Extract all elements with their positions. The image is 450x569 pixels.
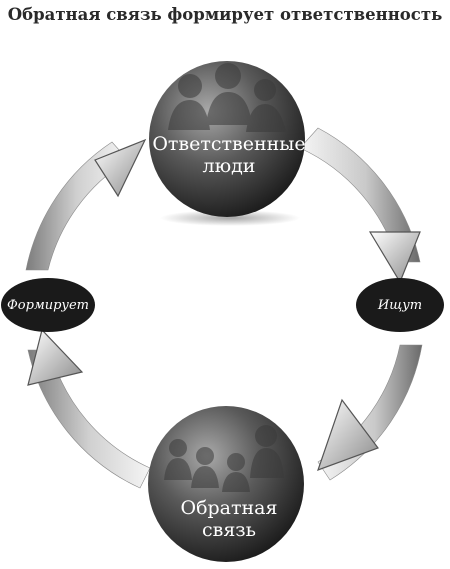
cycle-arrowheads — [27, 138, 421, 471]
node-label-line1: Ответственные — [152, 133, 305, 155]
ring-segment-left-lower — [27, 349, 151, 489]
arrowhead-left-lower — [27, 328, 84, 386]
label-oval — [1, 278, 95, 332]
label-seek: Ищут — [356, 278, 444, 332]
sphere-shadow — [160, 210, 300, 226]
arrowhead-top-left — [94, 138, 147, 198]
label-text: Ищут — [377, 298, 422, 313]
node-feedback: Обратная связь — [148, 406, 304, 562]
diagram-title: Обратная связь формирует ответственность — [8, 5, 443, 24]
node-responsible-people: Ответственные люди — [149, 61, 306, 226]
ring-segment-left-upper — [25, 141, 129, 271]
label-forms: Формирует — [1, 278, 95, 332]
arrowhead-right-upper — [368, 231, 421, 284]
arrowhead-right-lower — [317, 398, 379, 471]
label-text: Формирует — [7, 298, 89, 313]
node-label-line2: связь — [202, 519, 256, 541]
people-silhouettes — [168, 63, 286, 132]
people-silhouettes — [164, 425, 284, 492]
label-oval — [356, 278, 444, 332]
node-label-line1: Обратная — [181, 497, 278, 519]
ring-segment-right — [299, 127, 421, 263]
node-label-line2: люди — [203, 155, 256, 177]
